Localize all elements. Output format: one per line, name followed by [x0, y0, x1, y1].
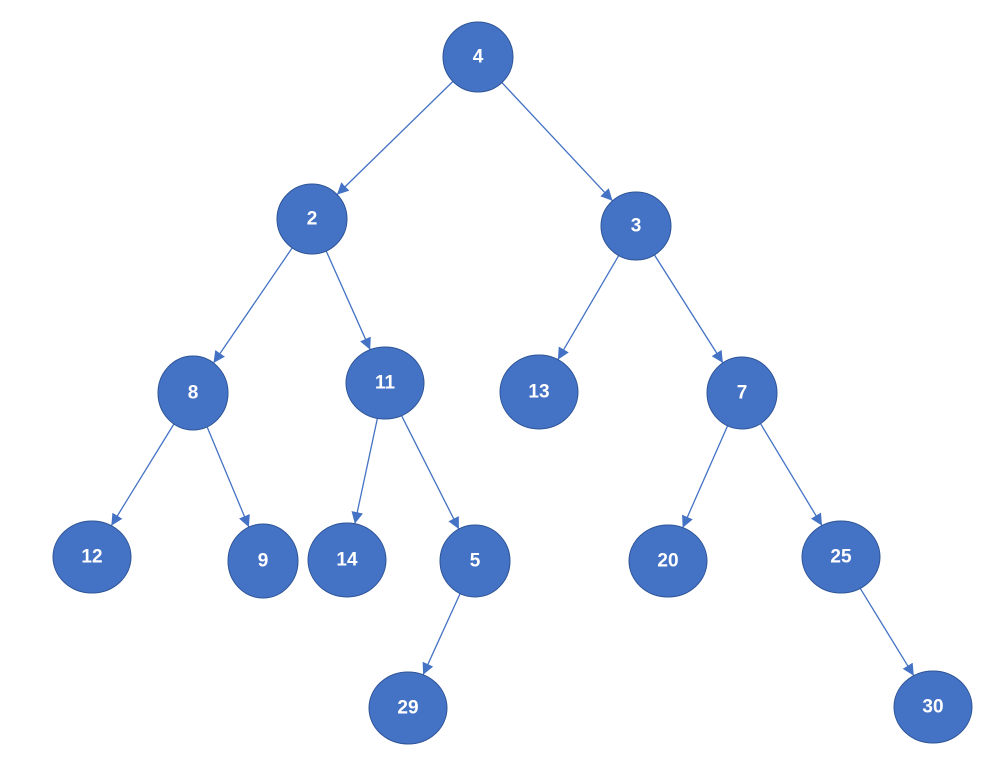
node-circle [368, 671, 448, 745]
tree-node-7: 7 [706, 356, 778, 430]
node-circle [893, 670, 973, 744]
node-circle [628, 524, 708, 598]
nodes: 4 2 3 8 11 13 7 12 9 14 5 20 25 29 30 [52, 21, 973, 745]
node-label: 30 [922, 697, 943, 718]
node-circle [157, 355, 229, 431]
edge-8-to-12 [110, 423, 175, 527]
edge-2-to-8 [212, 247, 293, 364]
node-label: 4 [473, 47, 484, 68]
edge-25-to-30 [859, 587, 915, 677]
edges [110, 80, 915, 677]
node-label: 13 [528, 382, 549, 403]
edge-8-to-9 [206, 426, 250, 528]
node-label: 12 [81, 547, 102, 568]
tree-node-30: 30 [893, 670, 973, 744]
node-label: 25 [830, 547, 852, 568]
edge-3-to-13 [557, 255, 620, 360]
edge-4-to-2 [336, 80, 454, 196]
edge-2-to-11 [325, 250, 371, 350]
node-circle [227, 523, 299, 599]
tree-node-8: 8 [157, 355, 229, 431]
tree-node-20: 20 [628, 524, 708, 598]
node-label: 14 [336, 550, 358, 571]
edge-11-to-14 [351, 418, 379, 524]
tree-node-9: 9 [227, 523, 299, 599]
edge-7-to-25 [759, 423, 823, 526]
edge-5-to-29 [422, 593, 461, 676]
node-label: 7 [737, 383, 748, 404]
tree-node-25: 25 [801, 520, 881, 594]
tree-node-5: 5 [439, 524, 511, 598]
node-circle [801, 520, 881, 594]
tree-node-13: 13 [499, 354, 579, 430]
node-circle [442, 21, 514, 93]
node-circle [439, 524, 511, 598]
node-label: 11 [375, 373, 396, 394]
tree-node-4: 4 [442, 21, 514, 93]
tree-node-2: 2 [276, 183, 348, 255]
tree-node-12: 12 [52, 520, 132, 594]
edge-4-to-3 [501, 82, 613, 202]
node-label: 9 [258, 551, 269, 572]
node-label: 29 [397, 698, 418, 719]
edge-11-to-5 [400, 415, 460, 530]
tree-node-3: 3 [600, 191, 672, 261]
tree-node-29: 29 [368, 671, 448, 745]
tree-node-14: 14 [307, 522, 387, 598]
node-circle [52, 520, 132, 594]
edge-3-to-7 [653, 254, 724, 364]
node-circle [600, 191, 672, 261]
edge-7-to-20 [682, 425, 729, 528]
node-circle [706, 356, 778, 430]
tree-node-11: 11 [345, 346, 425, 420]
node-circle [345, 346, 425, 420]
node-label: 2 [307, 209, 318, 230]
node-label: 20 [657, 551, 678, 572]
node-label: 5 [470, 551, 481, 572]
node-circle [276, 183, 348, 255]
node-circle [307, 522, 387, 598]
node-label: 3 [631, 216, 642, 237]
node-circle [499, 354, 579, 430]
node-label: 8 [188, 383, 199, 404]
